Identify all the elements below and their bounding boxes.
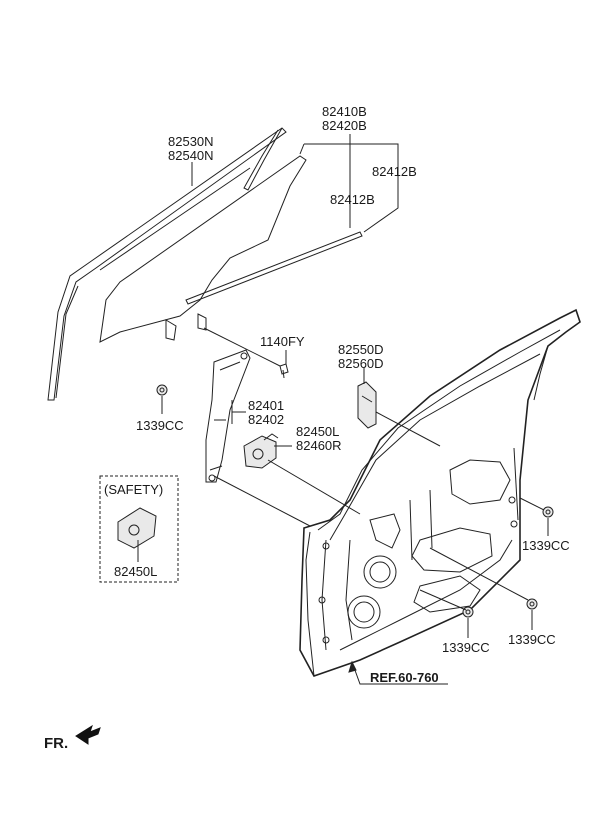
- label-sash-1: 82550D: [338, 342, 384, 357]
- window-regulator-part: [205, 349, 251, 483]
- label-glass-2: 82420B: [322, 118, 367, 133]
- nut-bottom-mid-part: [462, 606, 474, 618]
- front-arrow-icon: [75, 724, 101, 745]
- label-bolt: 1140FY: [260, 334, 305, 349]
- nut-bottom-right-part: [526, 598, 538, 610]
- glass-run-part: [47, 127, 287, 401]
- label-front: FR.: [44, 735, 68, 752]
- label-motor-2: 82460R: [296, 438, 342, 453]
- sash-bracket-part: [357, 381, 377, 429]
- label-regulator-2: 82402: [248, 412, 284, 427]
- door-panel-part: [299, 308, 581, 677]
- label-nut-right-upper: 1339CC: [522, 538, 570, 553]
- label-safety-title: (SAFETY): [104, 482, 163, 497]
- label-channel-mid: 82412B: [330, 192, 375, 207]
- label-motor-1: 82450L: [296, 424, 339, 439]
- label-ref: REF.60-760: [370, 670, 439, 685]
- label-glass-1: 82410B: [322, 104, 367, 119]
- label-regulator-1: 82401: [248, 398, 284, 413]
- label-nut-bottom-right: 1339CC: [508, 632, 556, 647]
- label-safety-motor: 82450L: [114, 564, 157, 579]
- label-glass-run-1: 82530N: [168, 134, 214, 149]
- label-sash-2: 82560D: [338, 356, 384, 371]
- label-glass-run-2: 82540N: [168, 148, 214, 163]
- nut-right-upper-part: [542, 506, 554, 518]
- label-nut-bottom-mid: 1339CC: [442, 640, 490, 655]
- bolt-part: [279, 363, 289, 379]
- nut-left-part: [156, 384, 168, 396]
- label-channel-right: 82412B: [372, 164, 417, 179]
- safety-box: [99, 475, 179, 583]
- label-nut-left: 1339CC: [136, 418, 184, 433]
- door-glass-part: [99, 155, 363, 343]
- leader-lines: [161, 134, 549, 685]
